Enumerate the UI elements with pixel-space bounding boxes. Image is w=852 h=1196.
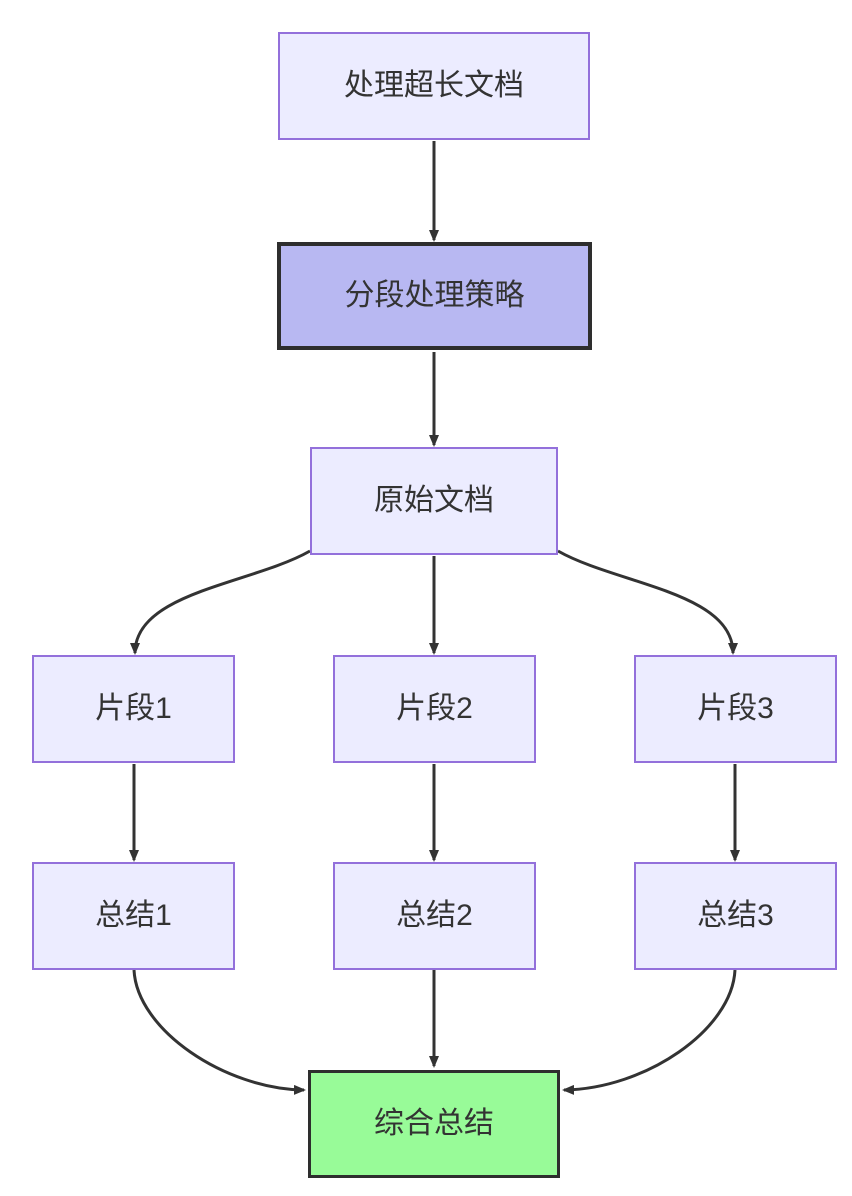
node-summary-1: 总结1 [32, 862, 235, 970]
node-process-long-document: 处理超长文档 [278, 32, 590, 140]
node-segmentation-strategy: 分段处理策略 [277, 242, 592, 350]
node-fragment-1-label: 片段1 [95, 692, 172, 725]
edge-e3-g [562, 969, 737, 1095]
edge-e1-g [132, 969, 306, 1095]
edge-c-d3 [557, 549, 738, 655]
node-summary-3-label: 总结3 [697, 899, 774, 932]
node-fragment-2: 片段2 [333, 655, 536, 763]
node-summary-2-label: 总结2 [396, 899, 473, 932]
node-original-document-label: 原始文档 [374, 484, 494, 517]
node-segmentation-strategy-label: 分段处理策略 [344, 279, 525, 312]
node-summary-3: 总结3 [634, 862, 837, 970]
node-original-document: 原始文档 [310, 447, 558, 555]
node-summary-2: 总结2 [333, 862, 536, 970]
node-process-long-document-label: 处理超长文档 [344, 69, 524, 102]
node-combined-summary: 综合总结 [308, 1070, 560, 1178]
node-summary-1-label: 总结1 [95, 899, 172, 932]
edge-c-d1 [130, 549, 311, 655]
node-fragment-3-label: 片段3 [697, 692, 774, 725]
node-fragment-1: 片段1 [32, 655, 235, 763]
node-combined-summary-label: 综合总结 [374, 1107, 494, 1140]
node-fragment-2-label: 片段2 [396, 692, 473, 725]
node-fragment-3: 片段3 [634, 655, 837, 763]
